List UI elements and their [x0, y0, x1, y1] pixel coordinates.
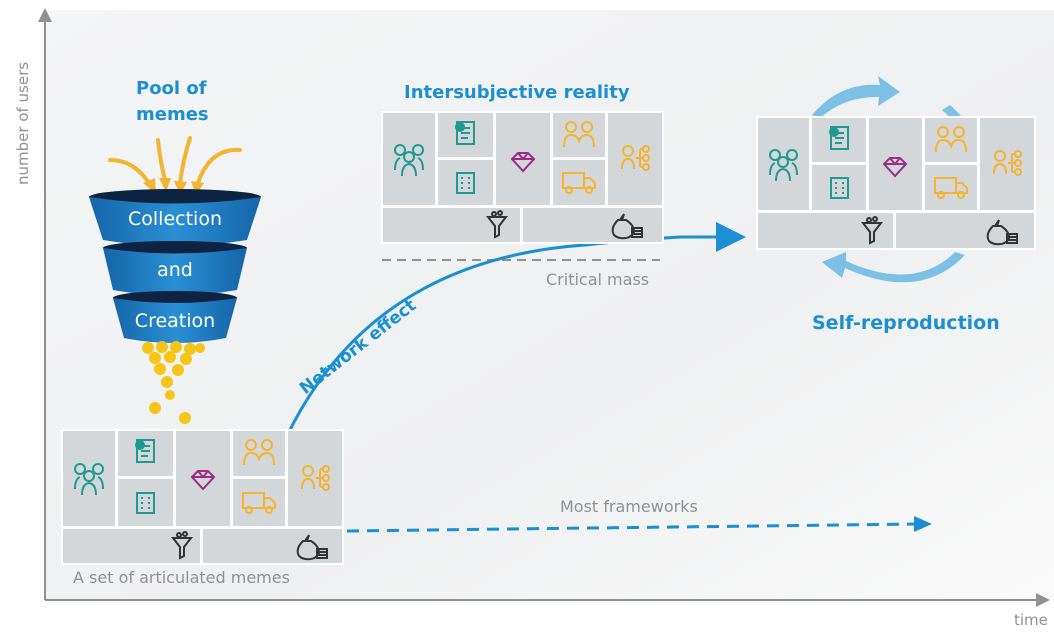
money-bag-icon [203, 529, 342, 563]
checklist-icon [438, 113, 493, 157]
truck-icon [925, 165, 977, 210]
checklist-icon [812, 118, 866, 162]
diamond-icon [869, 118, 922, 210]
org-chart-icon [288, 431, 342, 526]
org-chart-icon [608, 113, 662, 205]
pool-of-memes-title-line2: memes [136, 104, 209, 125]
buildings-icon [438, 160, 493, 205]
self-reproduction-label: Self-reproduction [812, 312, 1000, 334]
incoming-memes-arrows [108, 136, 242, 187]
articulated-memes-label: A set of articulated memes [73, 568, 290, 587]
diamond-icon [496, 113, 550, 205]
x-axis-arrow [1036, 593, 1050, 607]
money-bag-icon [523, 208, 662, 242]
truck-icon [553, 160, 605, 205]
handshake-icon [925, 118, 977, 162]
x-axis-label: time [1014, 611, 1048, 629]
people-group-icon [383, 113, 435, 205]
funnel [89, 189, 261, 343]
most-frameworks-label: Most frameworks [560, 497, 698, 516]
y-axis-label: number of users [14, 61, 32, 185]
handshake-icon [233, 431, 285, 476]
filter-icon [383, 208, 520, 242]
meme-board-critical-mass [381, 111, 664, 244]
diamond-icon [176, 431, 230, 526]
intersubjective-reality-label: Intersubjective reality [404, 82, 630, 103]
meme-board-small [61, 429, 344, 565]
funnel-band-and: and [157, 259, 193, 281]
org-chart-icon [980, 118, 1034, 210]
critical-mass-label: Critical mass [546, 270, 650, 289]
money-bag-icon [896, 213, 1034, 248]
funnel-band-collection: Collection [128, 208, 222, 230]
people-group-icon [63, 431, 115, 526]
most-frameworks-arrow [346, 522, 919, 533]
funnel-band-creation: Creation [134, 310, 216, 332]
people-group-icon [758, 118, 809, 210]
meme-coins [142, 341, 205, 424]
filter-icon [758, 213, 893, 248]
buildings-icon [118, 479, 173, 526]
handshake-icon [553, 113, 605, 157]
y-axis-arrow [38, 8, 52, 22]
checklist-icon [118, 431, 173, 476]
meme-board-self-reproducing [756, 116, 1036, 250]
buildings-icon [812, 165, 866, 210]
truck-icon [233, 479, 285, 526]
filter-icon [63, 529, 200, 563]
pool-of-memes-title-line1: Pool of [136, 78, 207, 99]
